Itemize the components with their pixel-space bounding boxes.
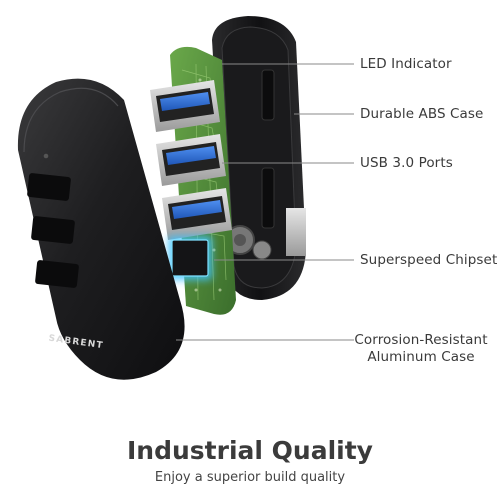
usb-port-1: [150, 80, 220, 132]
callout-aluminum-line2: Aluminum Case: [367, 349, 475, 365]
callout-aluminum-line1: Corrosion-Resistant: [354, 332, 488, 348]
usb-port-3: [162, 188, 232, 240]
headline: Industrial Quality: [127, 436, 373, 465]
usb-port-2: [156, 134, 226, 186]
superspeed-chipset: [168, 236, 212, 280]
led-indicator-dot: [43, 153, 49, 159]
aluminum-front-case: [17, 78, 185, 380]
abs-back-case: [212, 16, 306, 300]
callout-durable-abs-case: Durable ABS Case: [360, 106, 484, 122]
subline: Enjoy a superior build quality: [154, 470, 346, 485]
callout-superspeed-chipset: Superspeed Chipset: [360, 252, 498, 268]
callout-usb-ports: USB 3.0 Ports: [360, 155, 453, 171]
callout-led-indicator: LED Indicator: [360, 56, 452, 72]
leader-lines: [176, 63, 354, 341]
callout-aluminum-case: Corrosion-Resistant Aluminum Case: [346, 332, 496, 366]
